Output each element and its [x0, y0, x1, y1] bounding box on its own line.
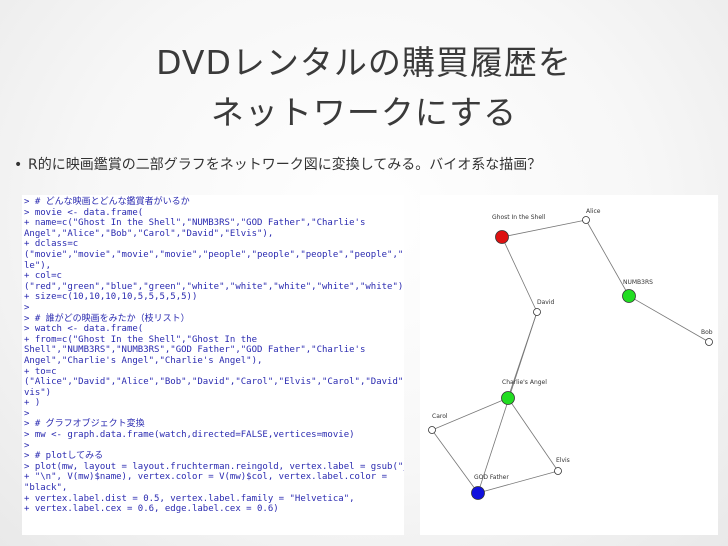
graph-edge-godfather-elvis	[477, 470, 559, 494]
slide-title-line1: DVDレンタルの購買履歴を	[156, 43, 572, 82]
graph-node-elvis	[554, 467, 562, 475]
code-line: le"),	[24, 260, 52, 271]
code-line: + from=c("Ghost In the Shell","Ghost In …	[24, 334, 257, 345]
r-code-text: > # どんな映画とどんな鑑賞者がいるか > movie <- data.fra…	[22, 195, 404, 515]
graph-edge-numb3rs-bob	[628, 295, 710, 343]
graph-node-numb3rs	[622, 289, 636, 303]
code-line: "black",	[24, 483, 68, 494]
bullet-text: R的に映画鑑賞の二部グラフをネットワーク図に変換してみる。バイオ系な描画？	[28, 157, 542, 173]
code-line: + vertex.label.cex = 0.6, edge.label.cex…	[24, 504, 279, 515]
code-line: Angel","Charlie's Angel","Charlie's Ange…	[24, 355, 263, 366]
graph-node-label-ghost: Ghost In the Shell	[492, 214, 546, 221]
code-line: > # plotしてみる	[24, 451, 104, 462]
graph-node-label-numb3rs: NUMB3RS	[623, 279, 653, 286]
graph-node-label-alice: Alice	[586, 208, 601, 215]
graph-node-label-charlie: Charlie's Angel	[502, 379, 547, 386]
graph-node-label-elvis: Elvis	[556, 457, 570, 464]
graph-node-alice	[582, 216, 590, 224]
code-line: + "\n", V(mw)$name), vertex.color = V(mw…	[24, 472, 388, 483]
code-line: + size=c(10,10,10,10,5,5,5,5,5))	[24, 292, 198, 303]
graph-node-godfather	[471, 486, 485, 500]
code-line: + dclass=c	[24, 239, 79, 250]
graph-node-label-bob: Bob	[701, 329, 713, 336]
slide-title: DVDレンタルの購買履歴を ネットワークにする	[0, 38, 728, 138]
graph-edge-charlie-david	[507, 311, 538, 399]
code-line: > movie <- data.frame(	[24, 207, 144, 218]
code-line: vis")	[24, 387, 52, 398]
graph-edge-godfather-carol	[431, 429, 479, 494]
graph-node-carol	[428, 426, 436, 434]
graph-node-label-carol: Carol	[432, 413, 448, 420]
bullet-dot-icon: •	[14, 157, 23, 173]
code-line: + col=c	[24, 271, 62, 282]
code-line: + )	[24, 398, 41, 409]
graph-edge-charlie-elvis	[507, 397, 559, 472]
code-line: + to=c	[24, 366, 57, 377]
graph-edge-charlie-carol	[431, 397, 509, 431]
code-line: >	[24, 408, 30, 419]
code-line: > plot(mw, layout = layout.fruchterman.r…	[24, 461, 404, 472]
code-line: > # グラフオブジェクト変換	[24, 419, 145, 430]
graph-node-charlie	[501, 391, 515, 405]
code-line: ("red","green","blue","green","white","w…	[24, 281, 404, 292]
code-line: > # どんな映画とどんな鑑賞者がいるか	[24, 197, 190, 207]
r-code-panel: > # どんな映画とどんな鑑賞者がいるか > movie <- data.fra…	[22, 195, 404, 535]
code-line: Angel","Alice","Bob","Carol","David","El…	[24, 228, 274, 239]
bullet-item: • R的に映画鑑賞の二部グラフをネットワーク図に変換してみる。バイオ系な描画？	[14, 154, 719, 174]
graph-edge-ghost-alice	[501, 219, 587, 238]
code-line: ("Alice","David","Alice","Bob","David","…	[24, 377, 404, 388]
graph-node-david	[533, 308, 541, 316]
graph-node-bob	[705, 338, 713, 346]
code-line: + name=c("Ghost In the Shell","NUMB3RS",…	[24, 218, 366, 229]
graph-node-label-david: David	[537, 299, 555, 306]
graph-node-label-godfather: GOD Father	[474, 474, 509, 481]
slide-title-line2: ネットワークにする	[210, 93, 518, 132]
code-line: >	[24, 440, 30, 451]
code-line: ("movie","movie","movie","movie","people…	[24, 249, 404, 260]
graph-edge-ghost-david	[501, 236, 538, 313]
code-line: > # 誰がどの映画をみたか（枝リスト）	[24, 313, 190, 324]
code-line: >	[24, 302, 30, 313]
code-line: > mw <- graph.data.frame(watch,directed=…	[24, 430, 355, 441]
code-line: Shell","NUMB3RS","NUMB3RS","GOD Father",…	[24, 345, 366, 356]
code-line: > watch <- data.frame(	[24, 324, 144, 335]
graph-edge-numb3rs-alice	[585, 219, 630, 297]
code-line: + vertex.label.dist = 0.5, vertex.label.…	[24, 493, 355, 504]
graph-node-ghost	[495, 230, 509, 244]
